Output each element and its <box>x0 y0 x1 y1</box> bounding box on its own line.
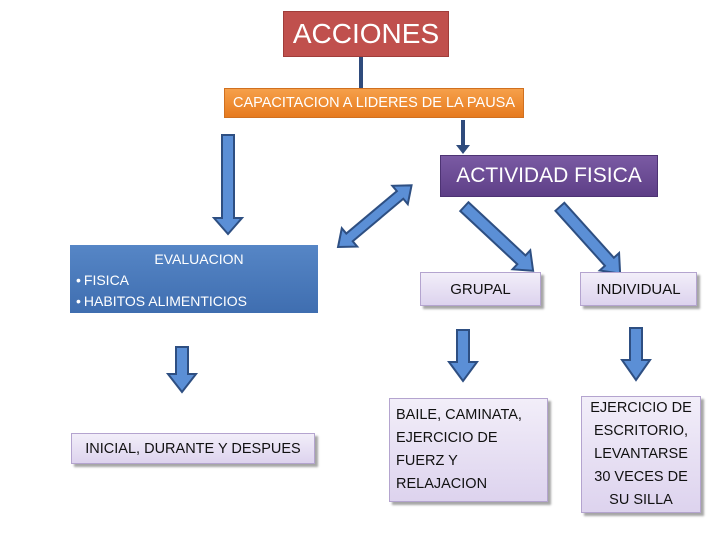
arrow-down-baile <box>447 329 479 383</box>
baile-box: BAILE, CAMINATA, EJERCICIO DE FUERZ Y RE… <box>389 398 548 502</box>
baile-line: FUERZ Y <box>396 453 458 469</box>
baile-line: RELAJACION <box>396 476 488 492</box>
ejercicio-line: 30 VECES DE <box>594 469 688 485</box>
inicial-label: INICIAL, DURANTE Y DESPUES <box>85 440 301 457</box>
ejercicio-line: SU SILLA <box>609 492 673 508</box>
connector-arrow-head <box>456 145 470 154</box>
ejercicio-line: EJERCICIO DE <box>590 400 692 416</box>
ejercicio-box: EJERCICIO DE ESCRITORIO, LEVANTARSE 30 V… <box>581 396 701 513</box>
capacitacion-label: CAPACITACION A LIDERES DE LA PAUSA <box>232 95 516 111</box>
individual-label: INDIVIDUAL <box>596 280 681 298</box>
double-arrow-actividad-evaluacion <box>336 184 413 249</box>
arrow-down-evaluacion <box>211 134 245 236</box>
actividad-fisica-box: ACTIVIDAD FISICA <box>440 155 658 197</box>
evaluacion-item-fisica: FISICA <box>76 270 312 291</box>
arrow-down-grupal <box>458 200 535 272</box>
evaluacion-item-label: HABITOS ALIMENTICIOS <box>83 293 248 309</box>
grupal-label: GRUPAL <box>450 280 511 298</box>
ejercicio-line: LEVANTARSE <box>594 446 688 462</box>
acciones-title: ACCIONES <box>292 18 440 49</box>
evaluacion-title: EVALUACION <box>154 251 244 267</box>
inicial-box: INICIAL, DURANTE Y DESPUES <box>71 433 315 464</box>
arrow-down-inicial <box>165 346 199 394</box>
capacitacion-box: CAPACITACION A LIDERES DE LA PAUSA <box>224 88 524 118</box>
acciones-title-box: ACCIONES <box>283 11 449 57</box>
evaluacion-item-habitos: HABITOS ALIMENTICIOS <box>76 291 312 312</box>
individual-box: INDIVIDUAL <box>580 272 697 306</box>
arrow-down-individual <box>554 201 622 275</box>
arrow-down-ejercicio <box>620 327 652 382</box>
grupal-box: GRUPAL <box>420 272 541 306</box>
connector-line <box>359 57 363 88</box>
baile-line: BAILE, CAMINATA, <box>396 407 522 423</box>
ejercicio-line: ESCRITORIO, <box>594 423 688 439</box>
actividad-fisica-label: ACTIVIDAD FISICA <box>456 164 642 187</box>
baile-line: EJERCICIO DE <box>396 430 498 446</box>
evaluacion-item-label: FISICA <box>83 272 130 288</box>
evaluacion-box: EVALUACION FISICA HABITOS ALIMENTICIOS <box>70 245 318 313</box>
